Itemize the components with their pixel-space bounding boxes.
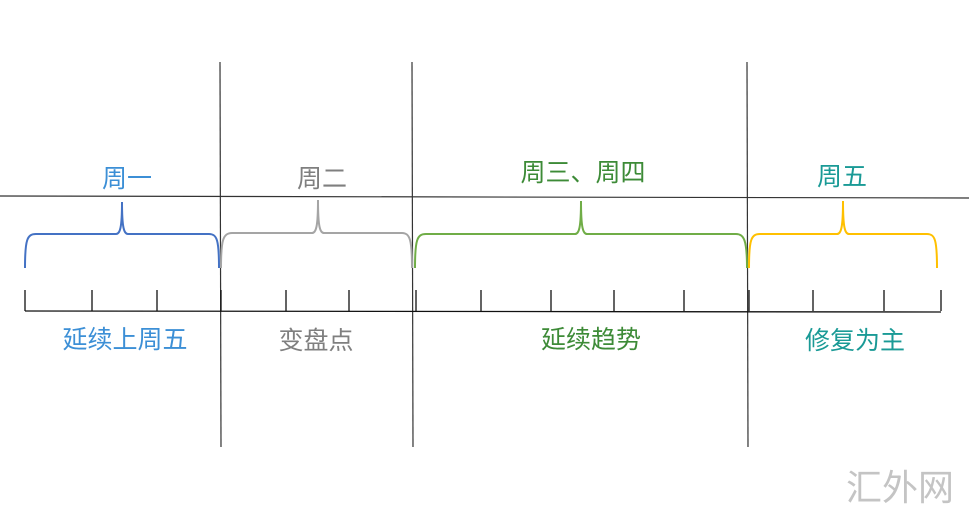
phase-label: 延续趋势 [541,325,641,354]
dividers [0,61,969,448]
brace-tuesday [220,199,413,269]
phase-label: 延续上周五 [62,325,187,354]
phase-label: 变盘点 [278,326,353,355]
brace-monday [24,201,220,269]
brace-friday [748,200,938,269]
watermark: 汇外网 [846,468,954,509]
day-label: 周一 [102,164,152,193]
day-label: 周五 [817,162,867,191]
day-label: 周二 [297,164,347,193]
brace-wed-thu [414,200,748,269]
phase-label: 修复为主 [805,326,905,355]
day-label: 周三、周四 [520,158,645,187]
timeline-axis [24,290,942,313]
horizontal-divider [0,195,969,199]
